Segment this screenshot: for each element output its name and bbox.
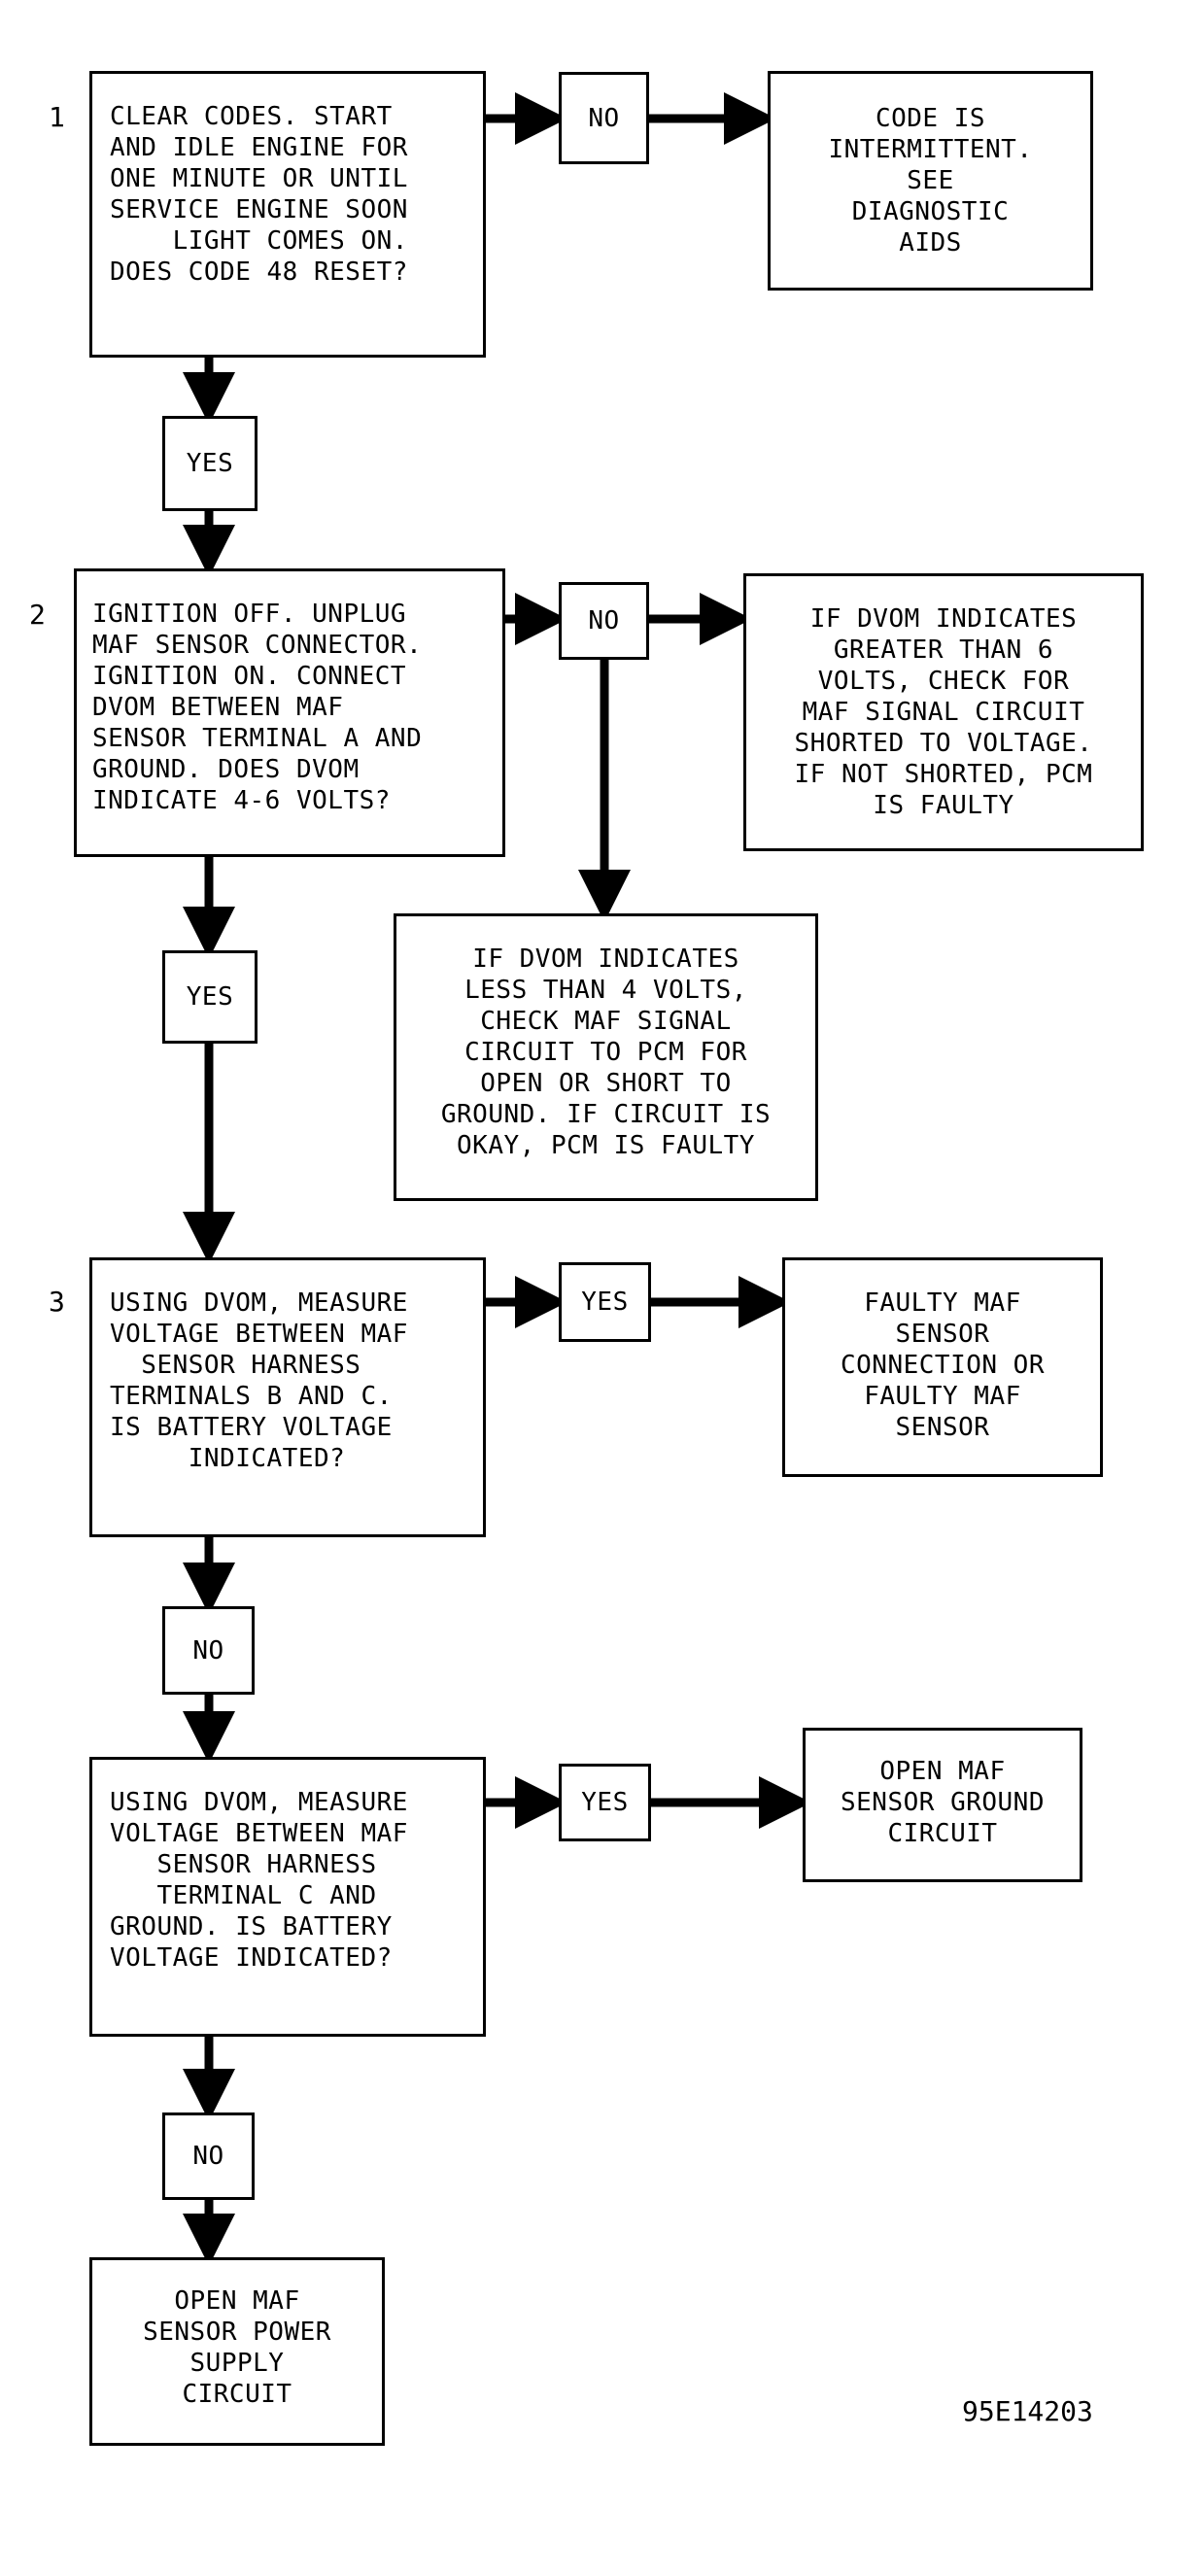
step-2-question-text: IGNITION OFF. UNPLUG MAF SENSOR CONNECTO… — [92, 600, 423, 815]
result-box-greater-than-6v: IF DVOM INDICATES GREATER THAN 6 VOLTS, … — [743, 573, 1144, 851]
result-text-intermittent: CODE IS INTERMITTENT. SEE DIAGNOSTIC AID… — [828, 104, 1033, 258]
result-text-faulty-maf-sensor: FAULTY MAF SENSOR CONNECTION OR FAULTY M… — [841, 1288, 1045, 1442]
yes-label-3: YES — [581, 1288, 629, 1317]
result-box-open-ground: OPEN MAF SENSOR GROUND CIRCUIT — [803, 1728, 1082, 1882]
step-number-3: 3 — [49, 1286, 65, 1318]
no-label-box-4: NO — [162, 2112, 255, 2200]
yes-label-4: YES — [581, 1788, 629, 1817]
result-text-less-than-4v: IF DVOM INDICATES LESS THAN 4 VOLTS, CHE… — [440, 945, 772, 1160]
no-label-box-2: NO — [559, 582, 649, 660]
result-box-intermittent: CODE IS INTERMITTENT. SEE DIAGNOSTIC AID… — [768, 71, 1093, 291]
yes-label-2: YES — [186, 982, 234, 1012]
no-label-1: NO — [588, 103, 620, 133]
no-label-4: NO — [192, 2142, 224, 2171]
result-text-greater-than-6v: IF DVOM INDICATES GREATER THAN 6 VOLTS, … — [794, 604, 1093, 820]
yes-label-1: YES — [186, 449, 234, 478]
step-number-2: 2 — [29, 599, 46, 631]
result-text-open-power-supply: OPEN MAF SENSOR POWER SUPPLY CIRCUIT — [143, 2286, 331, 2409]
no-label-2: NO — [588, 606, 620, 635]
step-number-1: 1 — [49, 101, 65, 133]
step-4-question-box: USING DVOM, MEASURE VOLTAGE BETWEEN MAF … — [89, 1757, 486, 2037]
step-1-question-box: CLEAR CODES. START AND IDLE ENGINE FOR O… — [89, 71, 486, 358]
step-1-question-text: CLEAR CODES. START AND IDLE ENGINE FOR O… — [110, 102, 408, 287]
step-3-question-box: USING DVOM, MEASURE VOLTAGE BETWEEN MAF … — [89, 1257, 486, 1537]
no-label-box-3: NO — [162, 1606, 255, 1695]
no-label-3: NO — [192, 1635, 224, 1666]
yes-label-box-2: YES — [162, 950, 258, 1044]
no-label-box-1: NO — [559, 72, 649, 164]
step-4-question-text: USING DVOM, MEASURE VOLTAGE BETWEEN MAF … — [110, 1788, 408, 1973]
yes-label-box-3: YES — [559, 1262, 651, 1342]
yes-label-box-1: YES — [162, 416, 258, 511]
result-text-open-ground: OPEN MAF SENSOR GROUND CIRCUIT — [841, 1757, 1045, 1848]
step-3-question-text: USING DVOM, MEASURE VOLTAGE BETWEEN MAF … — [110, 1288, 408, 1473]
step-2-question-box: IGNITION OFF. UNPLUG MAF SENSOR CONNECTO… — [74, 568, 505, 857]
result-box-faulty-maf-sensor: FAULTY MAF SENSOR CONNECTION OR FAULTY M… — [782, 1257, 1103, 1477]
result-box-open-power-supply: OPEN MAF SENSOR POWER SUPPLY CIRCUIT — [89, 2257, 385, 2446]
result-box-less-than-4v: IF DVOM INDICATES LESS THAN 4 VOLTS, CHE… — [394, 913, 818, 1201]
yes-label-box-4: YES — [559, 1764, 651, 1841]
figure-code: 95E14203 — [962, 2395, 1093, 2427]
